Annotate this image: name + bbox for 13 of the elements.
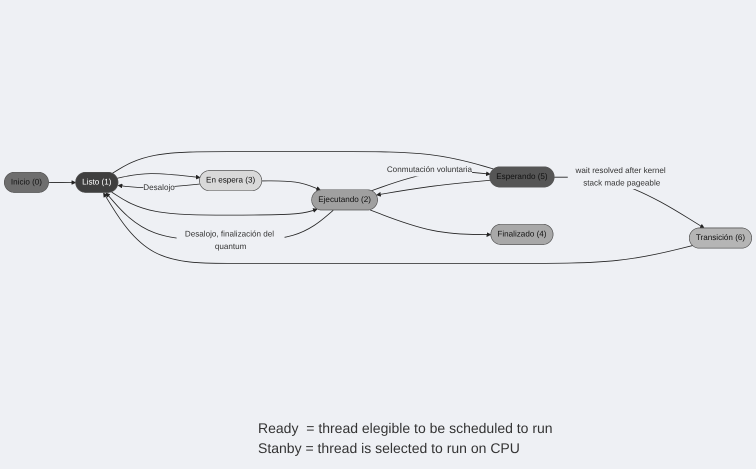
arrow [48, 180, 76, 185]
connector [112, 151, 494, 174]
legend-note: Stanby = thread is selected to run on CPU [258, 439, 521, 458]
edge-label: wait resolved after kernel stack made pageable [576, 166, 666, 188]
arrow [370, 210, 492, 237]
legend-note: Ready = thread elegible to be scheduled to run [258, 419, 553, 438]
arrow [116, 173, 201, 180]
edge-label: Conmutación voluntaria [386, 165, 472, 174]
arrow [111, 192, 318, 216]
edge-label: Desalojo [143, 182, 175, 192]
arrow [262, 180, 321, 191]
edge-label: Desalojo, finalización del quantum [184, 229, 274, 251]
arrow [376, 180, 491, 197]
